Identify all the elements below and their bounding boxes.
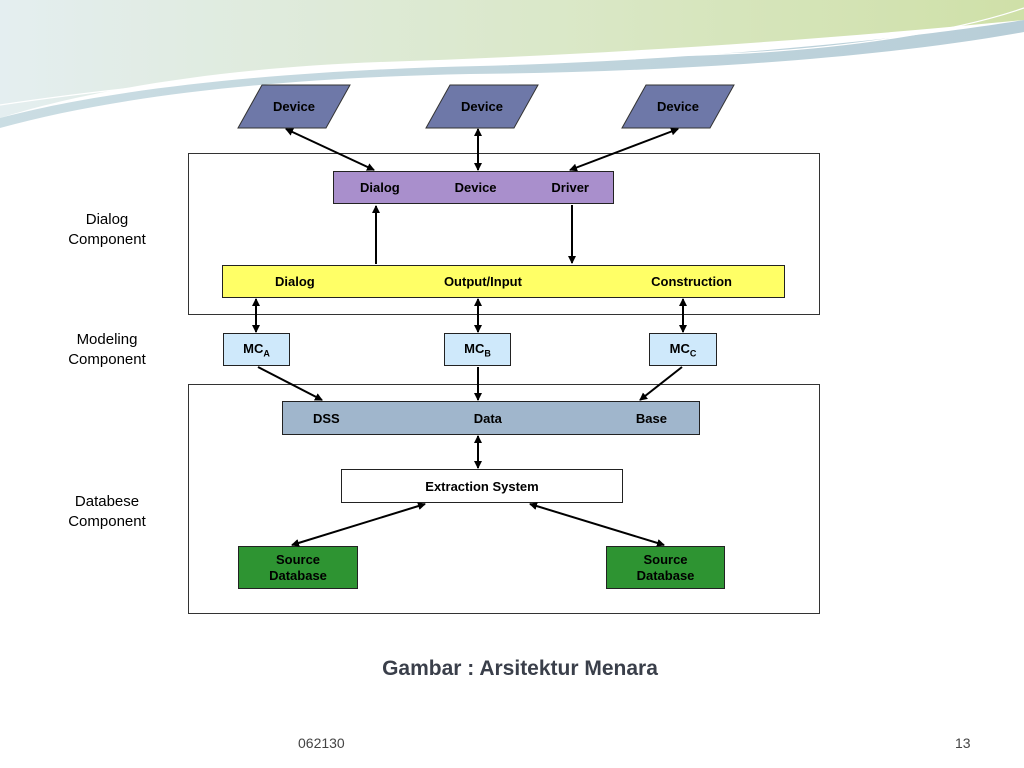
dss-base-label: Base bbox=[635, 410, 667, 426]
mc-b-box[interactable]: MCB bbox=[444, 333, 511, 366]
extraction-system-box[interactable]: Extraction System bbox=[341, 469, 623, 503]
source-db-1-line1: Source bbox=[275, 551, 321, 567]
device-shape-1[interactable] bbox=[237, 84, 351, 129]
dss-data-label: Data bbox=[473, 410, 502, 426]
oi-dialog-label: Dialog bbox=[275, 274, 315, 289]
source-db-1-line2: Database bbox=[269, 567, 327, 583]
extraction-system-label: Extraction System bbox=[425, 478, 539, 494]
ddd-dialog-label: Dialog bbox=[360, 180, 400, 195]
mc-a-label: MCA bbox=[243, 340, 270, 359]
source-db-2-line2: Database bbox=[636, 567, 695, 583]
figure-caption: Gambar : Arsitektur Menara bbox=[240, 648, 800, 690]
device-label-3: Device bbox=[657, 99, 699, 114]
ddd-device-label: Device bbox=[454, 180, 497, 195]
dss-label: DSS bbox=[313, 410, 340, 426]
page-number: 13 bbox=[955, 735, 971, 751]
footer-code: 062130 bbox=[298, 735, 345, 751]
database-component-frame bbox=[188, 384, 820, 614]
dss-database-box[interactable]: DSS Data Base bbox=[282, 401, 700, 435]
dialog-output-input-box[interactable]: Dialog Output/Input Construction bbox=[222, 265, 785, 298]
mc-a-box[interactable]: MCA bbox=[223, 333, 290, 366]
dialog-component-frame bbox=[188, 153, 820, 315]
device-shape-3[interactable] bbox=[621, 84, 735, 129]
oi-construction-label: Construction bbox=[651, 274, 732, 289]
mc-c-label: MCC bbox=[669, 340, 697, 359]
dialog-device-driver-box[interactable]: Dialog Device Driver bbox=[333, 171, 614, 204]
source-database-box-1[interactable]: Source Database bbox=[238, 546, 358, 589]
source-db-2-line1: Source bbox=[643, 551, 688, 567]
mc-c-box[interactable]: MCC bbox=[649, 333, 717, 366]
device-shape-2[interactable] bbox=[425, 84, 539, 129]
oi-output-input-label: Output/Input bbox=[443, 274, 522, 289]
header-swoosh-decoration bbox=[0, 0, 1024, 128]
device-label-1: Device bbox=[273, 99, 315, 114]
mc-b-label: MCB bbox=[464, 340, 491, 359]
ddd-driver-label: Driver bbox=[551, 180, 589, 195]
source-database-box-2[interactable]: Source Database bbox=[606, 546, 725, 589]
device-label-2: Device bbox=[461, 99, 503, 114]
